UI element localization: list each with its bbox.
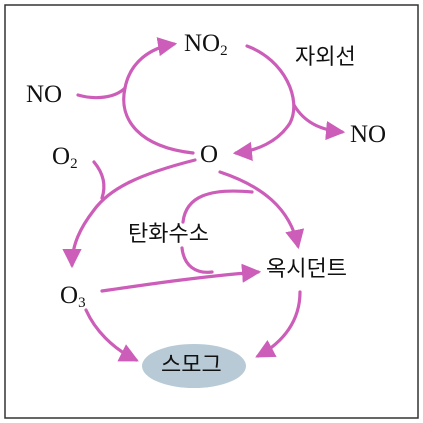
arrow-o-to-no2 <box>122 37 195 155</box>
label-no2-sub: 2 <box>220 43 228 59</box>
label-no2: NO2 <box>184 31 228 59</box>
label-o3-sub: 3 <box>78 295 86 311</box>
label-o2-sub: 2 <box>70 156 78 172</box>
label-o2: O2 <box>52 144 78 172</box>
arrow-to-no-right <box>292 103 346 141</box>
label-no-right: NO <box>350 121 387 148</box>
label-o: O <box>200 141 219 168</box>
arrow-hydrocarbon-up <box>181 189 254 224</box>
smog-ellipse <box>142 344 246 388</box>
label-o3-base: O <box>60 282 79 309</box>
arrow-o-to-oxidant <box>218 170 305 250</box>
arrow-no2-to-o <box>232 44 296 161</box>
label-uv: 자외선 <box>295 45 356 70</box>
arrow-o2-join <box>92 160 106 200</box>
label-o3: O3 <box>60 283 86 311</box>
label-oxidant: 옥시던트 <box>266 257 347 282</box>
label-no-left: NO <box>26 81 63 108</box>
arrow-o3-to-oxidant <box>100 263 262 293</box>
diagram-frame <box>4 4 419 419</box>
arrow-hydrocarbon-down <box>180 246 214 274</box>
arrow-o-to-o3 <box>62 158 197 269</box>
label-no2-base: NO <box>184 30 221 57</box>
label-o2-base: O <box>52 143 71 170</box>
label-hydrocarbon: 탄화수소 <box>128 222 209 247</box>
arrow-o3-to-smog <box>84 308 139 362</box>
label-smog: 스모그 <box>161 353 222 378</box>
arrow-no-left-join <box>76 86 127 100</box>
arrow-oxidant-to-smog <box>255 290 302 358</box>
